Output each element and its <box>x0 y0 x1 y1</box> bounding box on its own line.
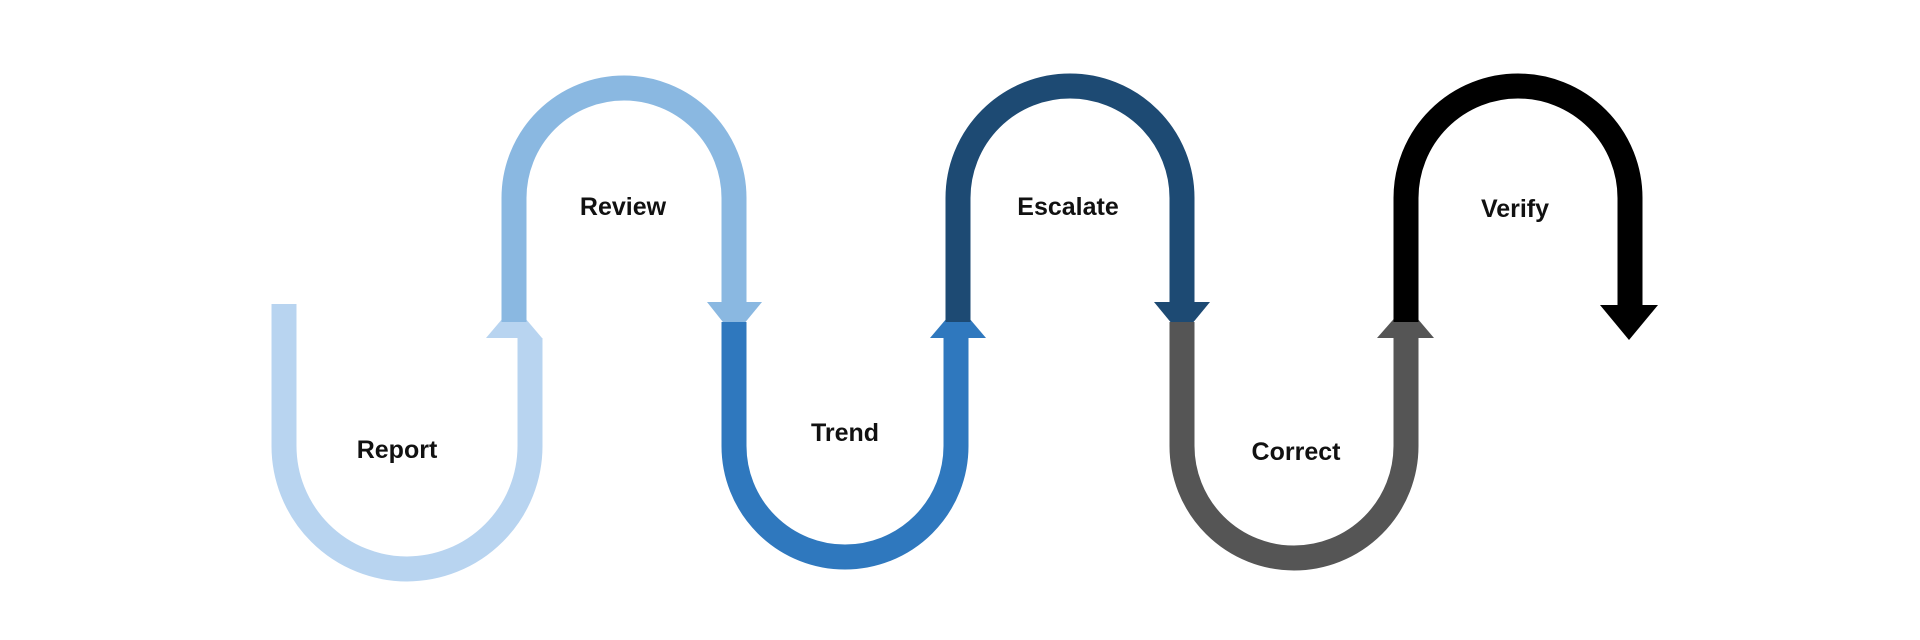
step-escalate-band <box>945 73 1195 322</box>
step-verify-band <box>1393 73 1643 322</box>
step-report: Report <box>271 304 543 582</box>
step-trend: Trend <box>721 305 986 570</box>
step-report-band <box>271 304 543 582</box>
step-trend-label: Trend <box>811 419 879 447</box>
step-trend-band <box>721 322 969 570</box>
step-verify-label: Verify <box>1481 195 1549 223</box>
step-review-arrow-head <box>707 302 762 336</box>
step-escalate-arrow-head <box>1154 302 1210 336</box>
step-escalate: Escalate <box>945 73 1210 336</box>
step-correct-band <box>1169 322 1419 571</box>
step-correct: Correct <box>1169 305 1434 571</box>
step-review-label: Review <box>580 193 667 221</box>
step-review: Review <box>501 75 762 336</box>
step-verify: Verify <box>1393 73 1658 340</box>
step-escalate-label: Escalate <box>1017 193 1119 221</box>
step-review-band <box>501 75 747 322</box>
step-verify-arrow-head <box>1600 305 1658 340</box>
step-report-label: Report <box>357 436 438 464</box>
step-correct-label: Correct <box>1252 438 1342 466</box>
